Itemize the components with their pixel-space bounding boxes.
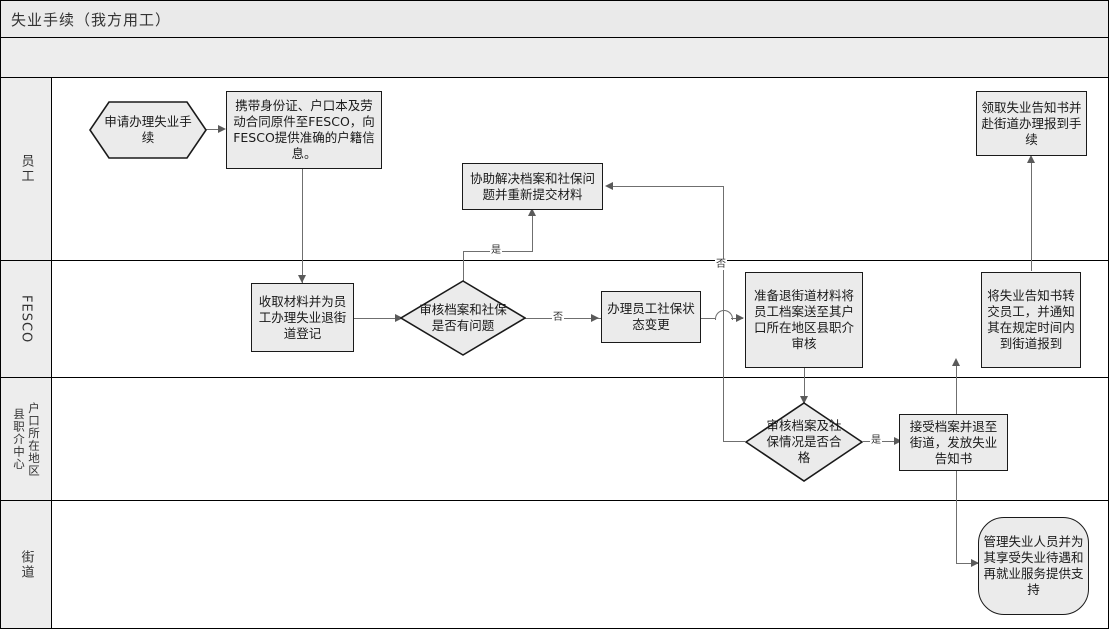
edge-handover-to-collect	[1031, 161, 1033, 271]
diagram-subheader-band	[1, 38, 1108, 78]
node-accept-archive[interactable]: 接受档案并退至街道，发放失业告知书	[899, 414, 1008, 471]
arrowhead	[395, 313, 403, 322]
node-manage-unemployed[interactable]: 管理失业人员并为其享受失业待遇和再就业服务提供支持	[978, 517, 1089, 615]
swimlane-fesco: FESCO	[1, 261, 1108, 378]
node-label: 将失业告知书转交员工，并通知其在规定时间内到街道报到	[987, 288, 1075, 351]
page-title: 失业手续（我方用工）	[11, 11, 172, 29]
hexagon-shape	[89, 101, 207, 159]
node-label: 准备退街道材料将员工档案送至其户口所在地区县职介审核	[753, 288, 854, 351]
diamond-shape	[400, 280, 526, 356]
edge-prepare-to-audit	[804, 368, 806, 403]
node-start[interactable]: 申请办理失业手续	[89, 101, 207, 159]
edge-audit-no-v	[723, 186, 725, 441]
arrowhead	[605, 181, 613, 190]
diamond-shape	[745, 402, 863, 482]
node-label: 审核档案和社保是否有问题	[419, 302, 507, 333]
edge-label-audit-yes: 是	[870, 435, 882, 446]
edge-label-check-no: 否	[552, 312, 564, 323]
swimlane-label: 街道	[18, 550, 34, 580]
arrowhead	[951, 358, 960, 366]
edge-audit-no-h-top	[613, 186, 724, 188]
swimlane-header-employee: 员工	[1, 78, 52, 260]
node-label: 办理员工社保状态变更	[607, 301, 695, 332]
node-prepare-transfer[interactable]: 准备退街道材料将员工档案送至其户口所在地区县职介审核	[745, 272, 863, 368]
node-receive-materials[interactable]: 收取材料并为员工办理失业退街道登记	[251, 283, 354, 352]
swimlane-employee: 员工	[1, 78, 1108, 261]
node-audit-qualified[interactable]: 审核档案及社保情况是否合格	[745, 402, 863, 482]
arrowhead	[297, 275, 306, 283]
edge-submit-to-receive	[302, 169, 304, 283]
node-change-status[interactable]: 办理员工社保状态变更	[601, 291, 701, 343]
edge-start-to-submit	[206, 129, 220, 131]
arrowhead	[218, 124, 226, 133]
node-check-archive[interactable]: 审核档案和社保是否有问题	[400, 280, 526, 356]
edge-accept-to-manage-h	[956, 563, 978, 565]
edge-accept-to-handover	[956, 364, 958, 414]
edge-audit-no-h-bottom	[723, 441, 745, 443]
node-submit-docs[interactable]: 携带身份证、户口本及劳动合同原件至FESCO，向FESCO提供准确的户籍信息。	[226, 91, 382, 169]
edge-label-check-yes: 是	[490, 245, 502, 256]
node-label: 携带身份证、户口本及劳动合同原件至FESCO，向FESCO提供准确的户籍信息。	[233, 98, 375, 161]
edge-label-audit-no: 否	[715, 259, 727, 270]
node-label: 领取失业告知书并赴街道办理报到手续	[981, 99, 1082, 147]
node-label: 收取材料并为员工办理失业退街道登记	[258, 293, 347, 341]
arrowhead	[527, 208, 536, 216]
swimlane-label: FESCO	[18, 294, 34, 344]
node-label: 协助解决档案和社保问题并重新提交材料	[469, 170, 595, 202]
swimlane-label: 员工	[18, 154, 34, 184]
swimlane-job-center: 户口所在地区 县职介中心	[1, 378, 1108, 501]
arrowhead	[971, 558, 979, 567]
arrowhead	[894, 436, 902, 445]
edge-check-yes-v1	[463, 251, 465, 281]
diagram-title-bar: 失业手续（我方用工）	[1, 1, 1108, 38]
edge-accept-to-manage-v	[956, 471, 958, 563]
node-fix-problems[interactable]: 协助解决档案和社保问题并重新提交材料	[462, 163, 603, 210]
arrowhead	[736, 313, 744, 322]
arrowhead	[1026, 155, 1035, 163]
node-collect-notice[interactable]: 领取失业告知书并赴街道办理报到手续	[976, 91, 1087, 156]
swimlane-header-street-office: 街道	[1, 501, 52, 628]
arrowhead	[799, 396, 808, 404]
node-label: 管理失业人员并为其享受失业待遇和再就业服务提供支持	[983, 534, 1084, 597]
edge-check-yes-v2	[532, 216, 534, 252]
swimlane-header-fesco: FESCO	[1, 261, 52, 377]
edge-receive-to-check	[354, 318, 397, 320]
edge-change-to-prepare-a	[701, 318, 715, 320]
swimlane-header-job-center: 户口所在地区 县职介中心	[1, 378, 52, 500]
arrowhead	[591, 313, 599, 322]
node-hand-over-notice[interactable]: 将失业告知书转交员工，并通知其在规定时间内到街道报到	[981, 272, 1081, 368]
swimlane-street-office: 街道	[1, 501, 1108, 628]
node-label: 接受档案并退至街道，发放失业告知书	[909, 418, 998, 466]
swimlane-label: 户口所在地区 县职介中心	[12, 401, 41, 477]
node-label: 审核档案及社保情况是否合格	[766, 418, 842, 465]
node-label: 申请办理失业手续	[104, 114, 192, 145]
